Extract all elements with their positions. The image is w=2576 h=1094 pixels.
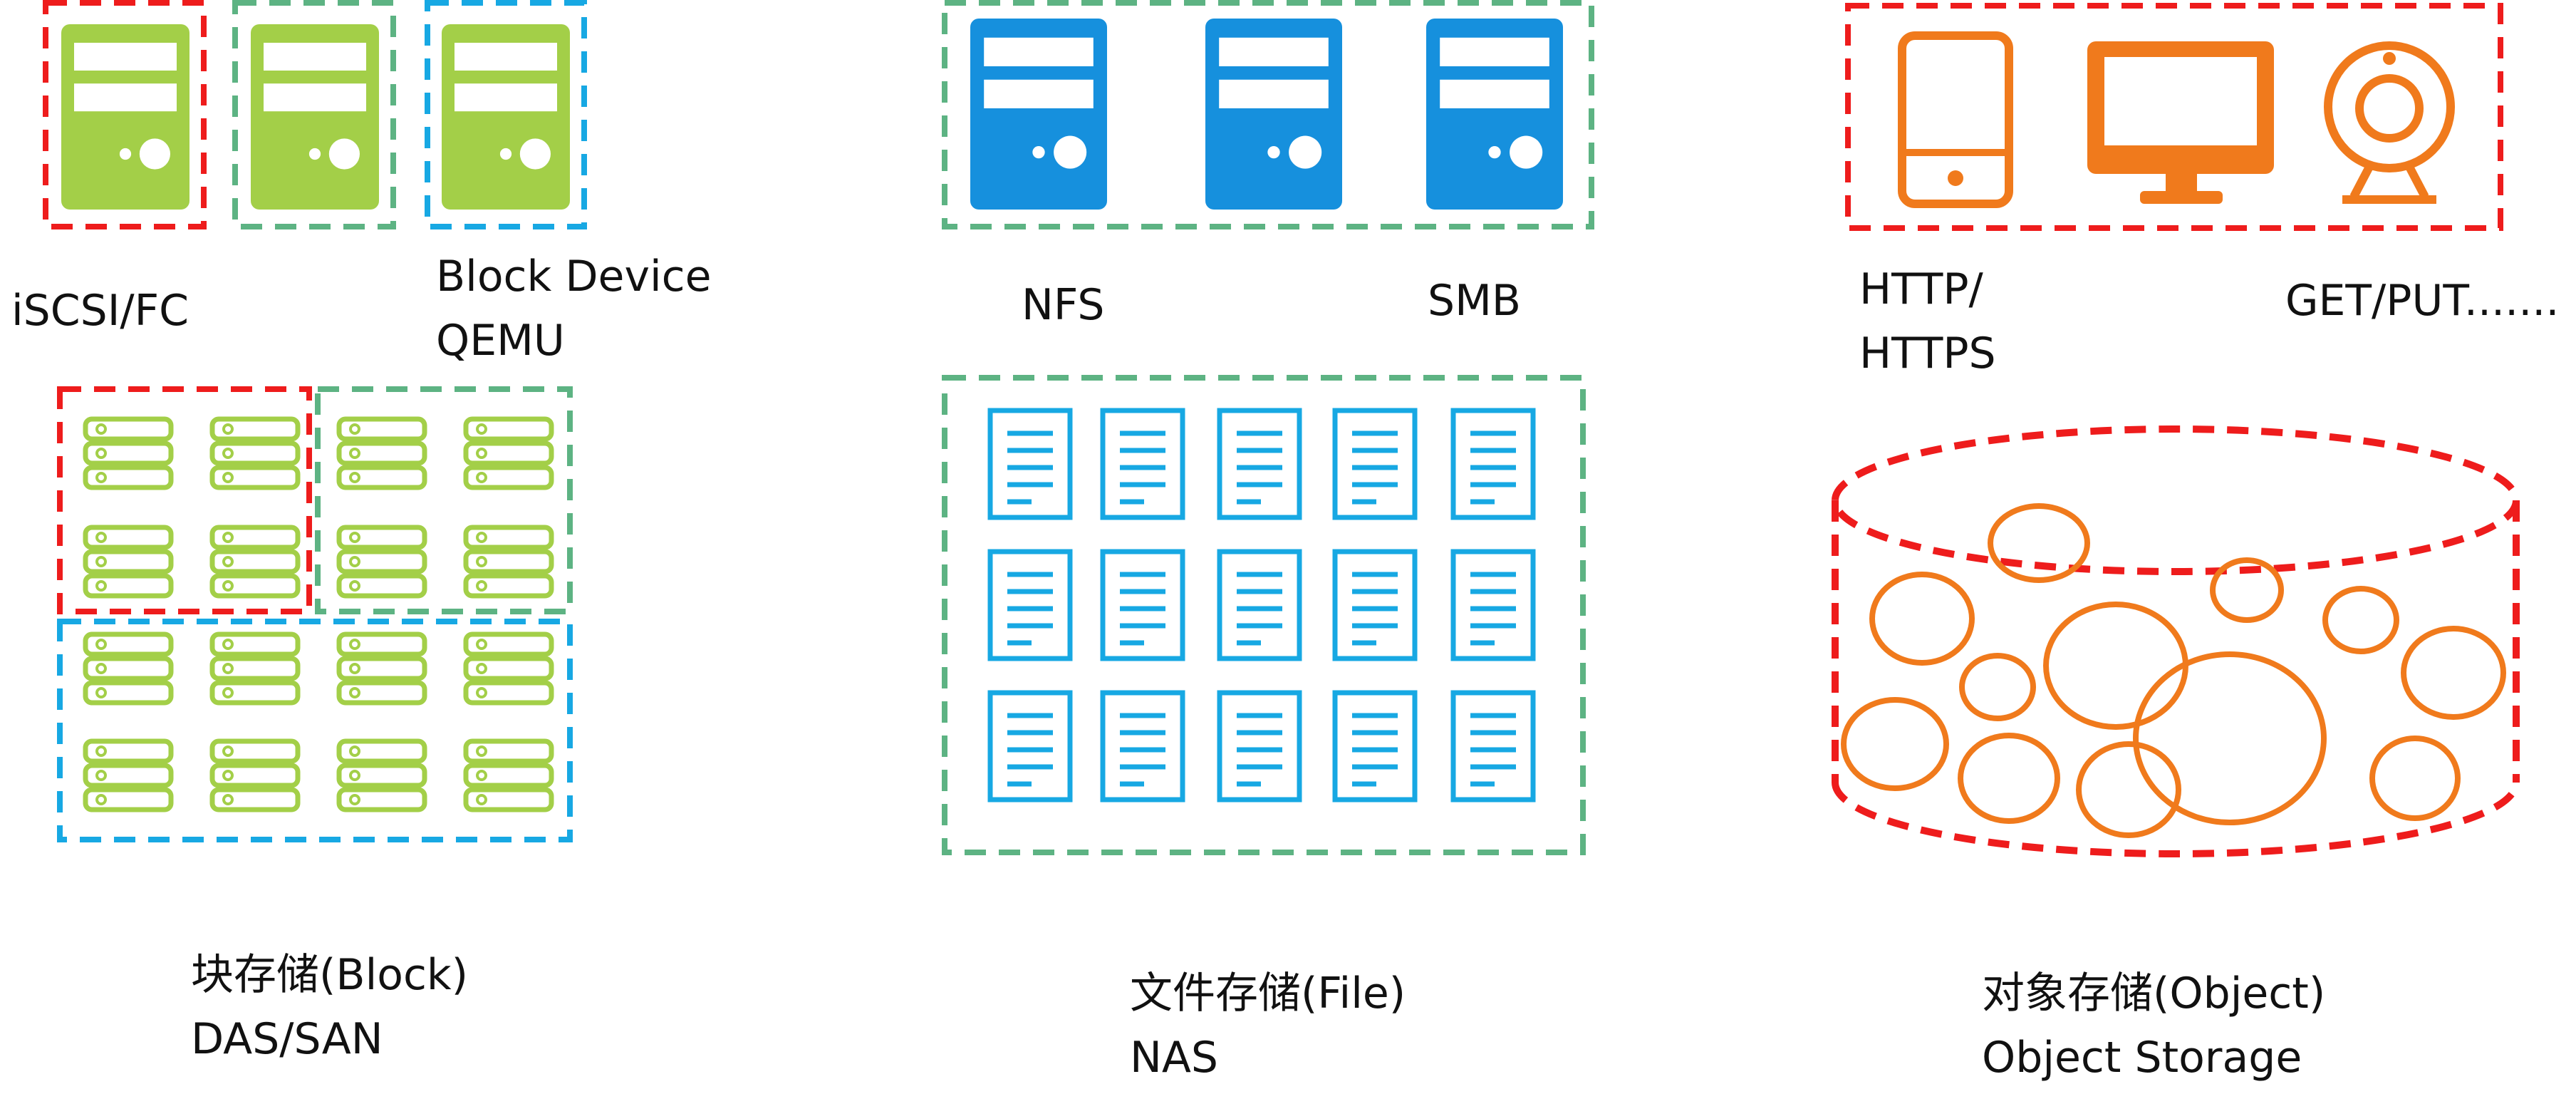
server-tower-icon xyxy=(251,24,379,210)
disk-stack-icon xyxy=(336,525,427,599)
object-store-cylinder xyxy=(1832,425,2520,857)
object-caption-subtitle: Object Storage xyxy=(1982,1033,2302,1083)
document-icon xyxy=(1450,408,1536,520)
object-bubble-icon xyxy=(2133,651,2327,825)
disk-stack-icon xyxy=(209,631,301,706)
disk-stack-icon xyxy=(83,525,174,599)
disk-stack-icon xyxy=(463,631,554,706)
document-icon xyxy=(1100,690,1185,803)
document-icon xyxy=(987,549,1073,661)
file-protocol-smb-label: SMB xyxy=(1428,276,1522,326)
block-caption-subtitle: DAS/SAN xyxy=(191,1014,383,1064)
object-bubble-icon xyxy=(1958,733,2060,824)
document-icon xyxy=(1100,549,1185,661)
disk-stack-icon xyxy=(209,416,301,490)
san-red-frame xyxy=(57,386,312,614)
document-icon xyxy=(1217,549,1302,661)
object-protocol-https-label: HTTPS xyxy=(1859,329,1996,378)
server-tower-icon xyxy=(61,24,189,210)
disk-stack-icon xyxy=(83,631,174,706)
object-bubble-icon xyxy=(1841,697,1949,791)
smartphone-icon xyxy=(1898,31,2013,208)
document-icon xyxy=(1217,408,1302,520)
disk-stack-icon xyxy=(83,416,174,490)
object-bubble-icon xyxy=(2076,741,2181,838)
object-bubble-icon xyxy=(2210,557,2284,623)
disk-stack-icon xyxy=(336,631,427,706)
document-icon xyxy=(1450,690,1536,803)
file-caption-title: 文件存储(File) xyxy=(1130,969,1406,1018)
san-green-frame xyxy=(315,386,573,614)
disk-stack-icon xyxy=(336,738,427,812)
block-device-label: Block Device xyxy=(436,252,712,301)
disk-stack-icon xyxy=(463,416,554,490)
disk-stack-icon xyxy=(463,738,554,812)
object-protocol-label: HTTP/ xyxy=(1859,264,1983,314)
object-bubble-icon xyxy=(2401,626,2506,720)
document-icon xyxy=(1100,408,1185,520)
server-tower-icon xyxy=(1426,19,1563,210)
object-devices-frame xyxy=(1845,3,2503,231)
object-caption-title: 对象存储(Object) xyxy=(1982,969,2326,1018)
disk-stack-icon xyxy=(83,738,174,812)
document-icon xyxy=(1332,549,1418,661)
file-docs-frame xyxy=(942,375,1586,855)
object-bubble-icon xyxy=(1869,572,1975,666)
document-icon xyxy=(987,690,1073,803)
object-bubble-icon xyxy=(1959,653,2036,721)
object-bubble-icon xyxy=(2369,736,2461,821)
san-blue-frame xyxy=(57,619,573,842)
document-icon xyxy=(1332,408,1418,520)
block-qemu-label: QEMU xyxy=(436,316,565,366)
file-caption-subtitle: NAS xyxy=(1130,1033,1219,1083)
object-methods-label: GET/PUT....... xyxy=(2285,276,2560,326)
server-tower-icon xyxy=(442,24,570,210)
block-blue-frame xyxy=(425,0,587,229)
block-red-frame xyxy=(43,0,207,229)
disk-stack-icon xyxy=(336,416,427,490)
block-protocol-label: iSCSI/FC xyxy=(11,286,189,336)
monitor-icon xyxy=(2087,41,2274,204)
disk-stack-icon xyxy=(209,738,301,812)
document-icon xyxy=(1217,690,1302,803)
file-servers-frame xyxy=(942,0,1594,229)
disk-stack-icon xyxy=(209,525,301,599)
file-protocol-nfs-label: NFS xyxy=(1022,280,1105,330)
server-tower-icon xyxy=(1205,19,1342,210)
block-green-frame xyxy=(232,0,396,229)
object-bubble-icon xyxy=(2043,602,2188,730)
block-caption-title: 块存储(Block) xyxy=(191,950,469,1000)
disk-stack-icon xyxy=(463,525,554,599)
webcam-icon xyxy=(2324,41,2455,204)
document-icon xyxy=(1450,549,1536,661)
server-tower-icon xyxy=(970,19,1107,210)
object-bubble-icon xyxy=(1988,503,2090,583)
document-icon xyxy=(1332,690,1418,803)
document-icon xyxy=(987,408,1073,520)
object-bubble-icon xyxy=(2322,586,2399,654)
